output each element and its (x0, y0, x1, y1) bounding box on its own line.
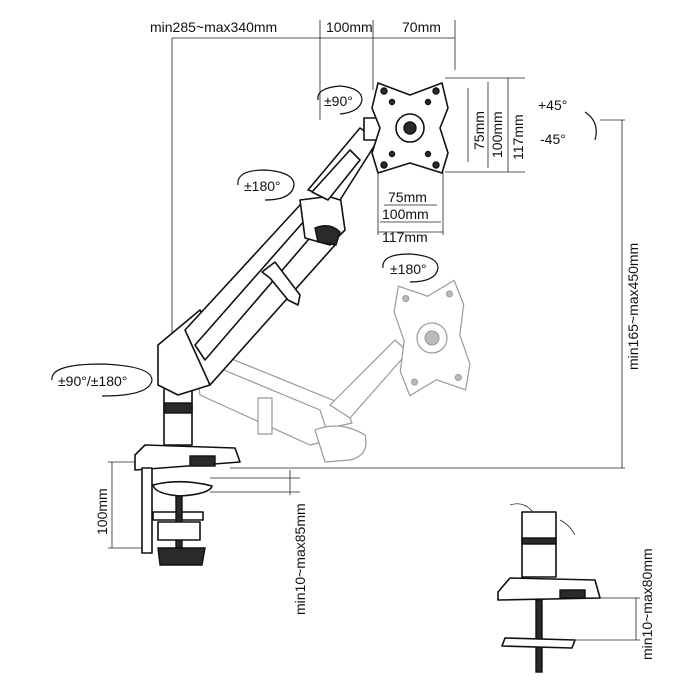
pole-collar (163, 402, 193, 414)
main-arm (157, 82, 449, 446)
tilt-plate-arrow (317, 85, 363, 115)
vesa-w-117-label: 117mm (382, 229, 428, 245)
arm-swivel-angle-label: ±180° (244, 178, 281, 194)
tilt-up-angle-label: +45° (538, 97, 567, 113)
clamp-top-plate (134, 444, 241, 471)
grommet-base-detail (559, 589, 586, 599)
clamp-height-label: 100mm (94, 488, 110, 535)
ghost-cable-clip (257, 397, 273, 435)
vesa-plate (371, 82, 449, 174)
base-swivel-arrow (51, 363, 153, 397)
ghost-vesa-plate (393, 279, 471, 397)
elbow-knob (314, 225, 341, 246)
rotation-arrows (51, 85, 597, 397)
ghost-elbow (314, 425, 367, 463)
vesa-h-100-label: 100mm (489, 111, 505, 158)
height-range-label: min165~max450mm (625, 243, 641, 370)
clamp-body (141, 467, 153, 554)
plate-rotate-arrow (382, 253, 439, 283)
arm-offset-label: 100mm (326, 19, 373, 35)
vesa-h-75-label: 75mm (471, 111, 487, 150)
clamp-top-detail (189, 455, 216, 467)
clamp-range-label: min10~max85mm (292, 503, 308, 615)
ghost-forearm (329, 339, 409, 419)
grommet-plate (501, 637, 576, 649)
tilt-down-angle-label: -45° (540, 131, 566, 147)
vesa-w-100-label: 100mm (382, 206, 429, 222)
grommet-range-label: min10~max80mm (639, 548, 655, 660)
base-swivel-angle-label: ±90°/±180° (58, 373, 127, 389)
plate-offset-label: 70mm (402, 19, 441, 35)
grommet-screw (535, 599, 543, 673)
tilt-plate-angle-label: ±90° (324, 93, 353, 109)
clamp-nut-block (157, 521, 201, 541)
cable-clip (261, 261, 301, 306)
arm-swivel-arrow (237, 169, 295, 201)
clamp-handle (157, 547, 206, 566)
clamp-pressure-plate (152, 480, 213, 497)
tilt-arrow (584, 111, 597, 141)
forearm-cover (311, 149, 361, 201)
grommet-pole-curve-right (559, 519, 576, 536)
desk-clamp (134, 444, 241, 566)
vesa-h-117-label: 117mm (510, 114, 526, 160)
arm-reach-label: min285~max340mm (150, 19, 277, 35)
grommet-mount (497, 503, 601, 673)
vesa-w-75-label: 75mm (388, 189, 427, 205)
grommet-collar (521, 537, 557, 545)
plate-rotate-angle-label: ±180° (390, 261, 427, 277)
